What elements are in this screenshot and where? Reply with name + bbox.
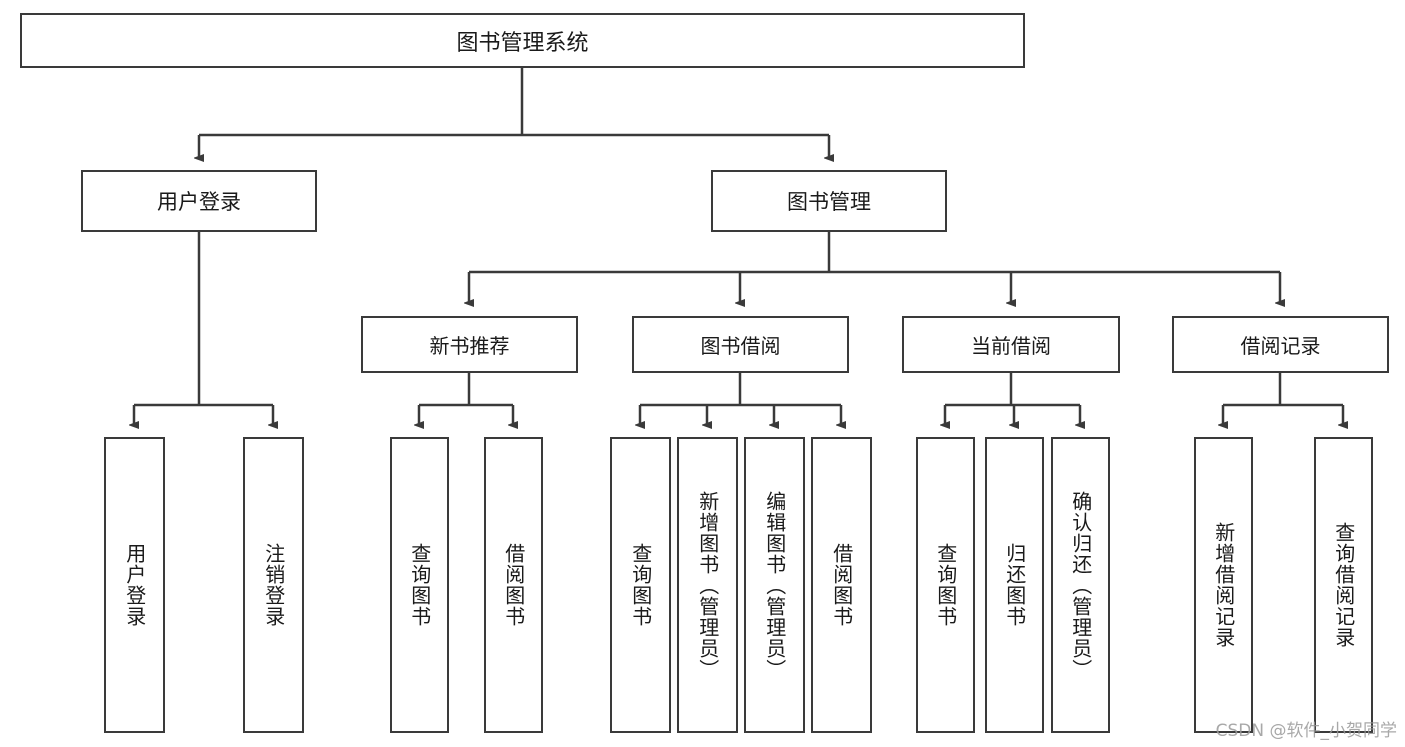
node-label: 图书管理系统: [456, 30, 589, 56]
node-book-management[interactable]: 图书管理: [711, 170, 947, 232]
node-borrow-record[interactable]: 借阅记录: [1172, 316, 1389, 373]
leaf-recommend-borrow-book[interactable]: 借阅图书: [484, 437, 543, 733]
node-label: 查询借阅记录: [1331, 522, 1356, 648]
node-label: 新增借阅记录: [1211, 522, 1236, 648]
node-new-book-recommend[interactable]: 新书推荐: [361, 316, 578, 373]
node-label: 注销登录: [261, 543, 286, 627]
leaf-borrow-add-book-admin[interactable]: 新增图书（管理员）: [677, 437, 738, 733]
leaf-current-query-book[interactable]: 查询图书: [916, 437, 975, 733]
node-label: 用户登录: [122, 543, 147, 627]
node-label: 新书推荐: [429, 334, 510, 358]
node-label: 新增图书（管理员）: [695, 490, 720, 680]
node-label: 归还图书: [1002, 543, 1027, 627]
node-label: 借阅图书: [829, 543, 854, 627]
leaf-borrow-edit-book-admin[interactable]: 编辑图书（管理员）: [744, 437, 805, 733]
leaf-user-login[interactable]: 用户登录: [104, 437, 165, 733]
csdn-watermark: CSDN @软件_小贺同学: [1215, 721, 1397, 741]
node-label: 图书管理: [787, 190, 871, 214]
leaf-borrow-query-book[interactable]: 查询图书: [610, 437, 671, 733]
leaf-record-query-borrow-record[interactable]: 查询借阅记录: [1314, 437, 1373, 733]
node-label: 确认归还（管理员）: [1068, 490, 1093, 680]
leaf-logout-login[interactable]: 注销登录: [243, 437, 304, 733]
node-label: 借阅记录: [1240, 334, 1321, 358]
node-label: 查询图书: [933, 543, 958, 627]
node-current-borrow[interactable]: 当前借阅: [902, 316, 1120, 373]
node-label: 查询图书: [407, 543, 432, 627]
node-root-book-management-system[interactable]: 图书管理系统: [20, 13, 1025, 68]
node-label: 图书借阅: [700, 334, 781, 358]
node-label: 查询图书: [628, 543, 653, 627]
node-book-borrow[interactable]: 图书借阅: [632, 316, 849, 373]
node-label: 当前借阅: [971, 334, 1051, 358]
node-label: 借阅图书: [501, 543, 526, 627]
leaf-current-confirm-return-admin[interactable]: 确认归还（管理员）: [1051, 437, 1110, 733]
leaf-recommend-query-book[interactable]: 查询图书: [390, 437, 449, 733]
node-label: 用户登录: [157, 190, 241, 214]
node-user-login[interactable]: 用户登录: [81, 170, 317, 232]
leaf-borrow-borrow-book[interactable]: 借阅图书: [811, 437, 872, 733]
node-label: 编辑图书（管理员）: [762, 490, 787, 680]
leaf-record-add-borrow-record[interactable]: 新增借阅记录: [1194, 437, 1253, 733]
leaf-current-return-book[interactable]: 归还图书: [985, 437, 1044, 733]
